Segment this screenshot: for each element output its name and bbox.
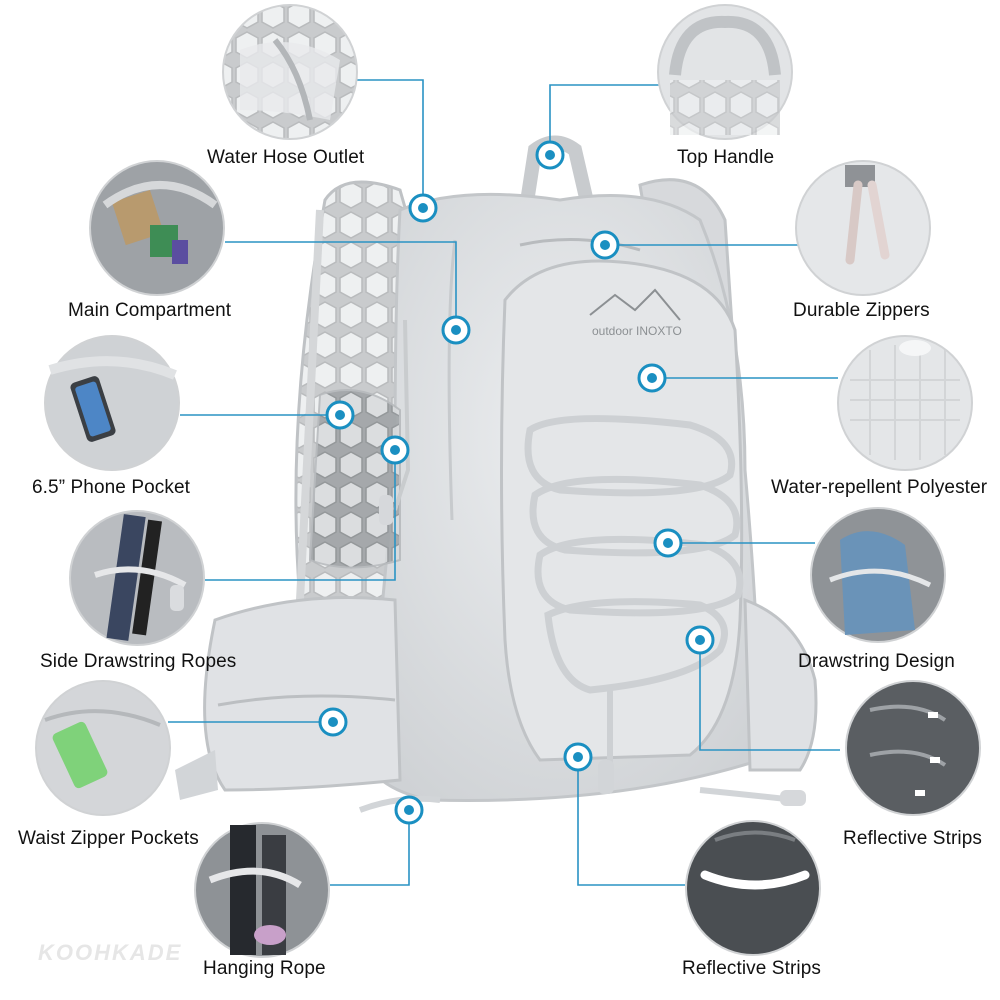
detail-durable-zippers bbox=[795, 160, 931, 296]
label-hanging-rope: Hanging Rope bbox=[203, 958, 326, 979]
detail-drawstring-design bbox=[810, 507, 946, 643]
marker-main-compartment bbox=[441, 315, 471, 345]
label-top-handle: Top Handle bbox=[677, 147, 775, 168]
detail-top-handle bbox=[657, 4, 793, 140]
detail-hanging-rope bbox=[194, 822, 330, 958]
detail-reflective-strips-2 bbox=[685, 820, 821, 956]
marker-water-repellent bbox=[637, 363, 667, 393]
label-reflective-strips-2: Reflective Strips bbox=[682, 958, 821, 979]
detail-waist-zipper bbox=[35, 680, 171, 816]
detail-phone-pocket bbox=[44, 335, 180, 471]
label-side-drawstring: Side Drawstring Ropes bbox=[40, 651, 237, 672]
label-water-repellent: Water-repellent Polyester bbox=[771, 477, 988, 498]
marker-durable-zippers bbox=[590, 230, 620, 260]
label-drawstring-design: Drawstring Design bbox=[798, 651, 955, 672]
bungee-cords bbox=[524, 415, 744, 694]
label-waist-zipper: Waist Zipper Pockets bbox=[18, 828, 199, 849]
label-water-hose-outlet: Water Hose Outlet bbox=[207, 147, 365, 168]
marker-waist-zipper bbox=[318, 707, 348, 737]
label-main-compartment: Main Compartment bbox=[68, 300, 232, 321]
connector-lines bbox=[168, 79, 840, 886]
marker-reflective-strips-2 bbox=[563, 742, 593, 772]
detail-main-compartment bbox=[89, 160, 225, 296]
marker-drawstring-design bbox=[653, 528, 683, 558]
detail-photos bbox=[35, 4, 981, 958]
marker-hanging-rope bbox=[394, 795, 424, 825]
label-reflective-strips-1: Reflective Strips bbox=[843, 828, 982, 849]
marker-reflective-strips-1 bbox=[685, 625, 715, 655]
detail-water-repellent bbox=[837, 335, 973, 471]
right-waist-belt bbox=[743, 597, 818, 772]
detail-reflective-strips-1 bbox=[845, 680, 981, 816]
detail-water-hose-outlet bbox=[222, 4, 358, 140]
detail-side-drawstring bbox=[69, 510, 205, 646]
brand-logo: outdoor INOXTO bbox=[592, 324, 682, 338]
backpack: outdoor INOXTO bbox=[175, 135, 818, 813]
front-pocket bbox=[500, 259, 744, 762]
watermark: KOOHKADE bbox=[38, 940, 183, 965]
marker-phone-pocket bbox=[325, 400, 355, 430]
label-phone-pocket: 6.5” Phone Pocket bbox=[32, 477, 191, 498]
marker-top-handle bbox=[535, 140, 565, 170]
marker-side-drawstring bbox=[380, 435, 410, 465]
left-waist-belt bbox=[203, 596, 402, 792]
marker-water-hose-outlet bbox=[408, 193, 438, 223]
feature-markers bbox=[318, 140, 715, 825]
side-phone-pocket bbox=[308, 389, 401, 569]
label-durable-zippers: Durable Zippers bbox=[793, 300, 930, 321]
